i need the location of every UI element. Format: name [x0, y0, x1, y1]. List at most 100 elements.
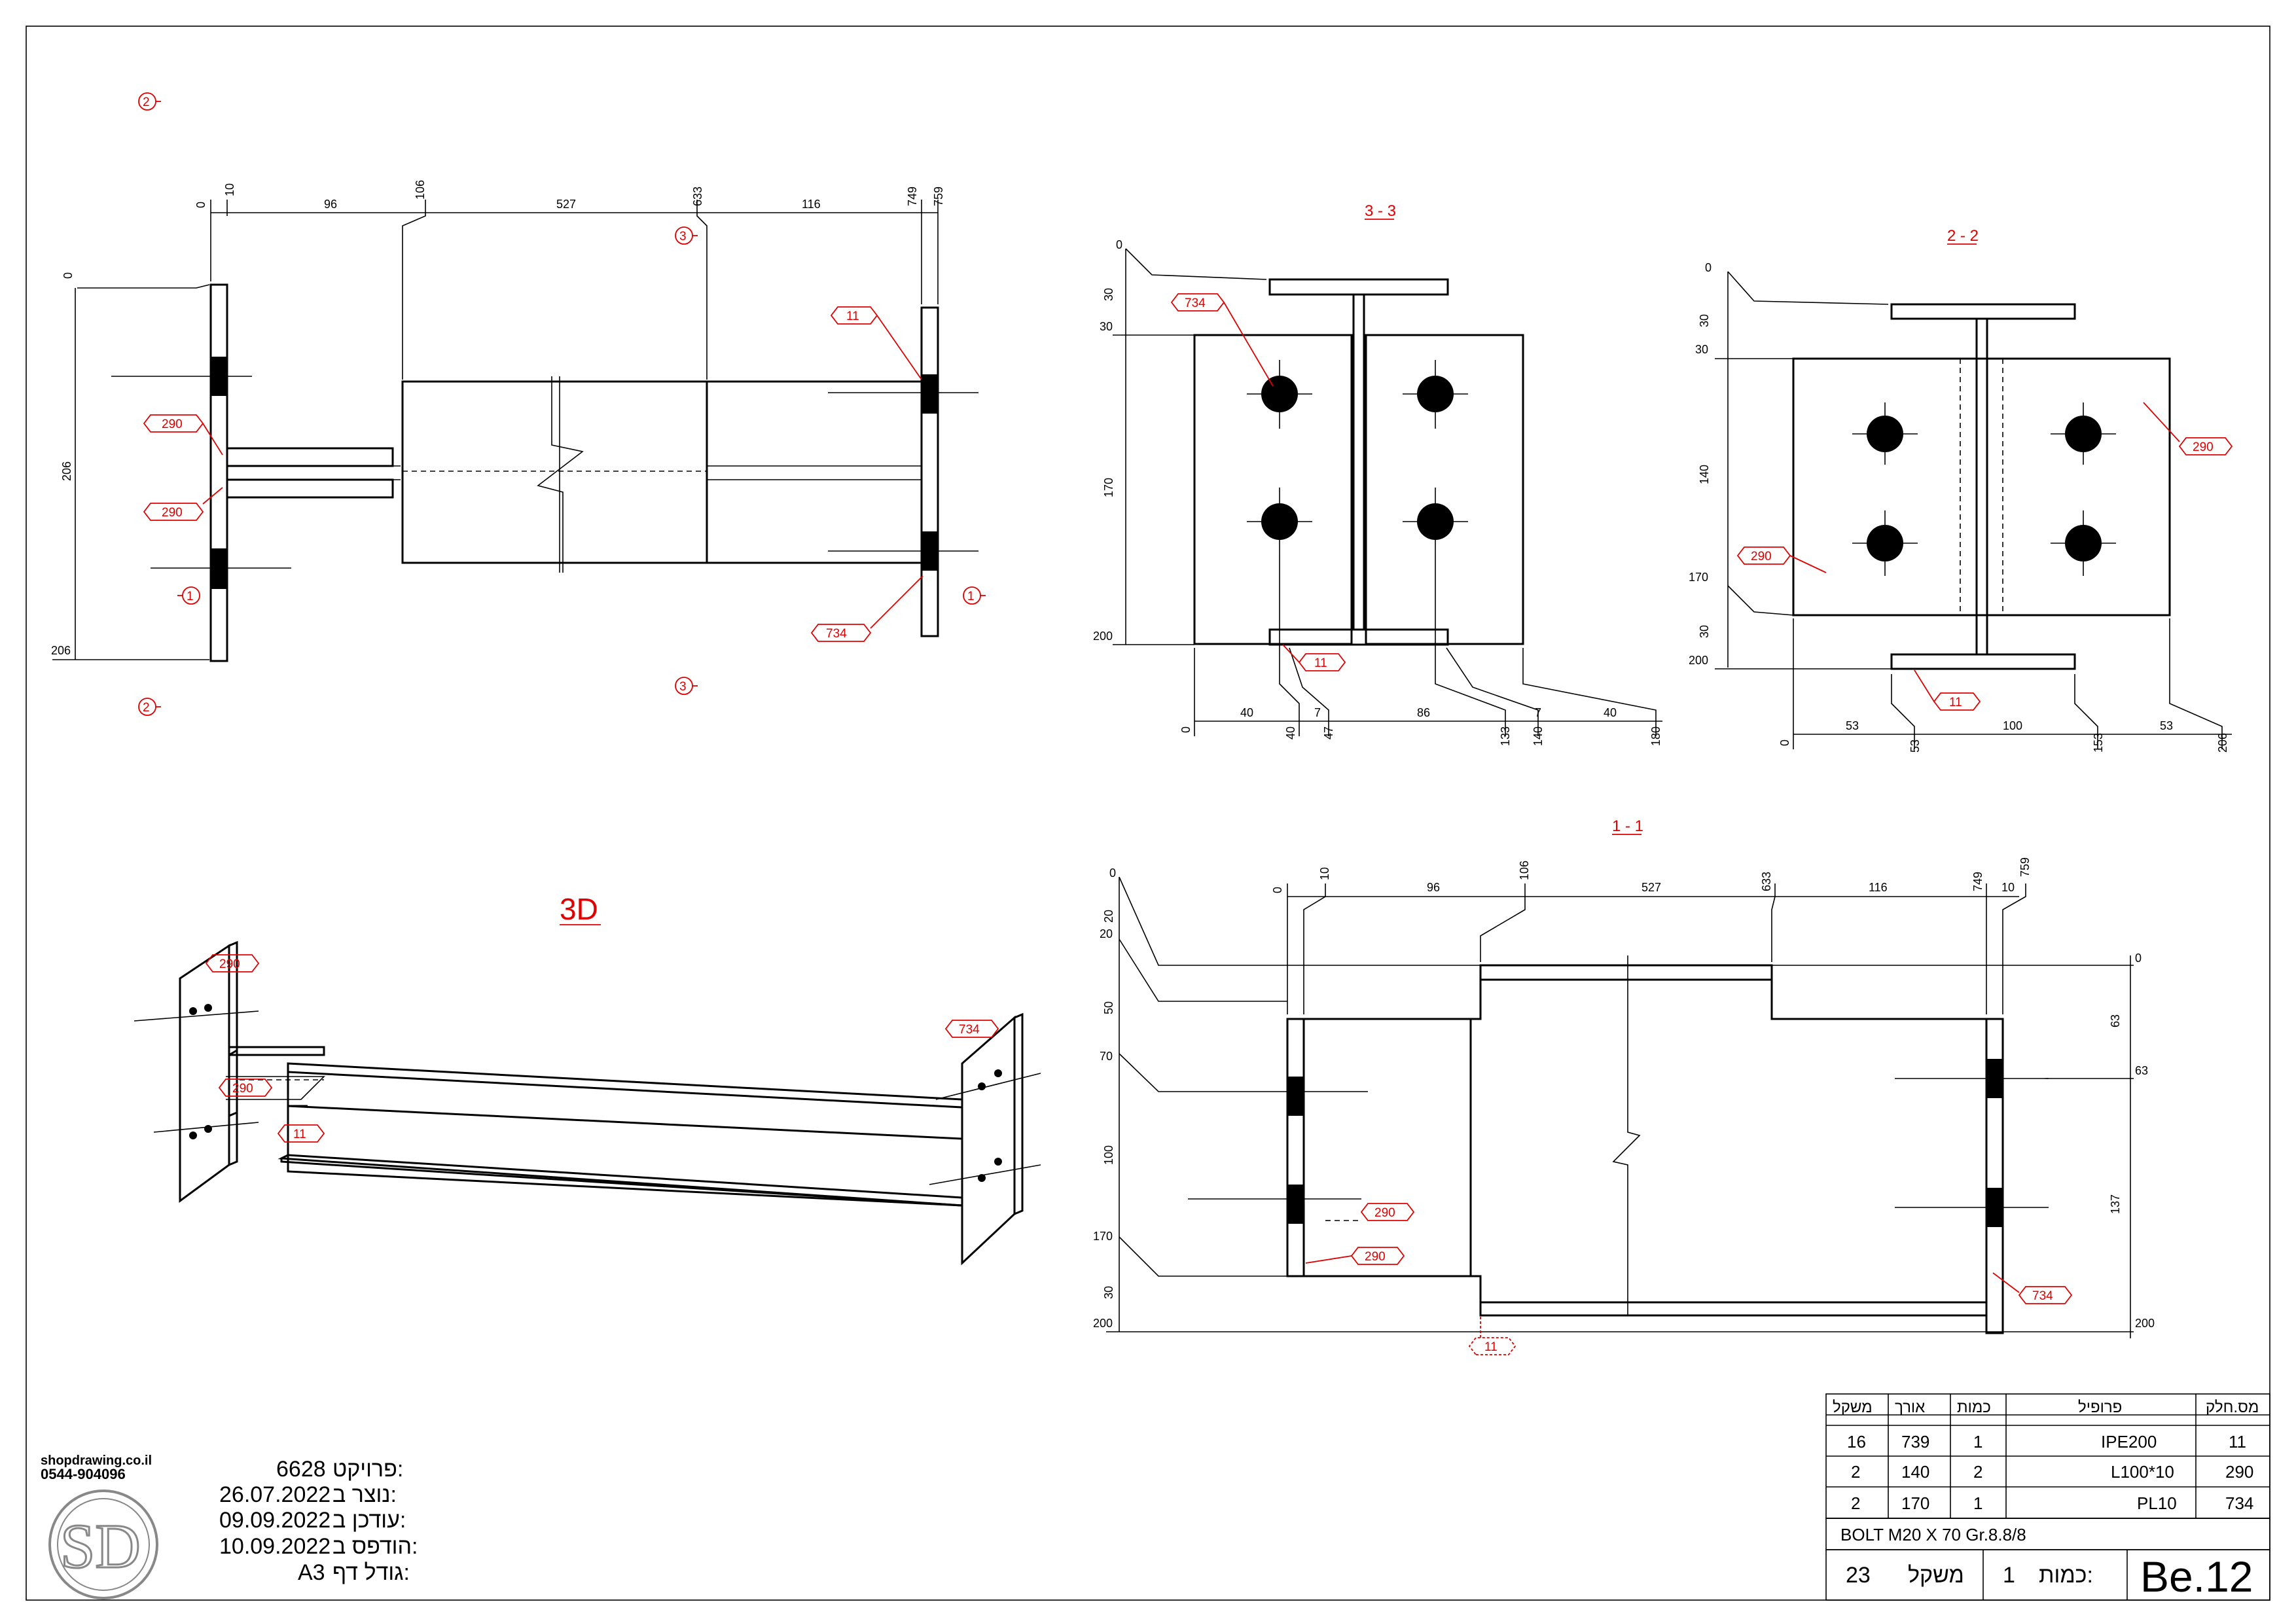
svg-text:116: 116 — [1869, 881, 1888, 894]
svg-text:290: 290 — [1365, 1250, 1386, 1264]
tag-290-top: 290 — [143, 414, 223, 455]
page-size-label: גודל דף: — [332, 1560, 410, 1585]
svg-text:47: 47 — [1322, 726, 1335, 740]
left-end-plate — [209, 283, 228, 662]
svg-text:10: 10 — [1318, 867, 1331, 880]
svg-text:11: 11 — [2229, 1432, 2246, 1452]
page-size: A3 — [298, 1560, 325, 1585]
svg-text:86: 86 — [1417, 706, 1430, 719]
dim-plan-106: 106 — [414, 180, 427, 200]
section-mark-2-bottom: 2 — [138, 698, 161, 716]
section-mark-1-right: 1 — [963, 586, 986, 605]
tag-290-3d-top: 290 — [205, 954, 260, 972]
dim-plan-116: 116 — [802, 198, 821, 211]
svg-text:749: 749 — [1971, 872, 1984, 891]
dim-plan-527: 527 — [556, 198, 576, 211]
svg-text:734: 734 — [1185, 296, 1206, 310]
svg-text:0: 0 — [1271, 887, 1284, 893]
updated-date: 09.09.2022 — [219, 1508, 331, 1533]
svg-text:0: 0 — [2135, 952, 2142, 965]
assembly-qty-value: 1 — [2003, 1563, 2015, 1588]
section33-right-plate — [1365, 334, 1524, 645]
dim-plan-left-206b: 206 — [51, 644, 71, 657]
section-1-1: 1 - 1 0 10 96 — [1093, 817, 2155, 1355]
svg-text:206: 206 — [2216, 733, 2229, 753]
printed-label: הודפס ב: — [332, 1534, 418, 1559]
svg-text:IPE200: IPE200 — [2101, 1432, 2157, 1452]
svg-text:290: 290 — [219, 957, 240, 971]
tag-290-s11-top: 290 — [1360, 1203, 1415, 1221]
svg-text:290: 290 — [232, 1082, 253, 1096]
tag-290-bottom: 290 — [143, 487, 223, 521]
svg-text:140: 140 — [1901, 1462, 1929, 1482]
logo-mark: SD — [60, 1511, 141, 1581]
header-part: מס.חלק — [2206, 1399, 2259, 1416]
logo-phone: 0544-904096 — [41, 1466, 126, 1482]
tag-734-s11: 734 — [1992, 1272, 2073, 1304]
header-weight: משקל — [1833, 1399, 1873, 1416]
total-weight-label: משקל — [1908, 1563, 1964, 1588]
view-3d-title: 3D — [560, 892, 598, 926]
svg-text:63: 63 — [2135, 1064, 2148, 1077]
svg-text:30: 30 — [1695, 343, 1708, 356]
svg-text:11: 11 — [1949, 696, 1962, 709]
svg-text:200: 200 — [1689, 654, 1708, 667]
svg-text:3: 3 — [679, 680, 687, 694]
table-row: 2 140 2 L100*10 290 — [1851, 1462, 2253, 1482]
tag-290-s11-bottom: 290 — [1305, 1247, 1405, 1265]
svg-text:140: 140 — [1698, 465, 1711, 484]
svg-text:11: 11 — [1484, 1340, 1498, 1354]
svg-text:7: 7 — [1535, 706, 1541, 719]
svg-text:1: 1 — [1973, 1493, 1982, 1513]
table-row: 2 170 1 PL10 734 — [1851, 1493, 2253, 1513]
svg-text:53: 53 — [2160, 719, 2173, 732]
section-1-1-title: 1 - 1 — [1612, 817, 1643, 835]
svg-text:290: 290 — [162, 418, 183, 431]
project-info: 6628 פרויקט: 26.07.2022 נוצר ב: 09.09.20… — [219, 1457, 418, 1585]
svg-text:0: 0 — [1116, 238, 1122, 251]
section-mark-3-top: 3 — [675, 226, 698, 245]
svg-text:2: 2 — [1851, 1493, 1860, 1513]
sheet-border — [26, 26, 2270, 1601]
header-length: אורך — [1895, 1399, 1925, 1416]
svg-text:140: 140 — [1532, 726, 1545, 746]
svg-text:7: 7 — [1314, 706, 1321, 719]
left-angle-top — [227, 447, 394, 467]
svg-text:0: 0 — [1179, 726, 1193, 733]
svg-text:L100*10: L100*10 — [2111, 1462, 2174, 1482]
svg-text:759: 759 — [2018, 857, 2032, 877]
tag-290-s22-right: 290 — [2143, 402, 2233, 455]
beam-plan — [401, 380, 923, 564]
header-qty: כמות — [1957, 1399, 1991, 1416]
svg-text:1: 1 — [967, 590, 975, 603]
created-date: 26.07.2022 — [219, 1482, 331, 1507]
svg-text:20: 20 — [1102, 910, 1115, 923]
assembly-qty-label: כמות: — [2039, 1563, 2093, 1588]
svg-text:30: 30 — [1698, 314, 1711, 327]
svg-text:133: 133 — [1499, 726, 1512, 746]
svg-text:11: 11 — [846, 310, 859, 323]
svg-text:0: 0 — [1705, 261, 1712, 274]
section-mark-2-top: 2 — [138, 92, 161, 111]
svg-text:96: 96 — [1427, 881, 1440, 894]
svg-text:30: 30 — [1100, 320, 1113, 333]
svg-text:100: 100 — [1102, 1145, 1115, 1165]
tag-11-s11: 11 — [1468, 1317, 1516, 1355]
dim-plan-759: 759 — [932, 187, 945, 206]
svg-text:40: 40 — [1284, 726, 1297, 740]
dim-plan-633: 633 — [691, 187, 704, 206]
section-mark-3-bottom: 3 — [675, 677, 698, 695]
created-label: נוצר ב: — [332, 1482, 397, 1507]
tag-11-s22: 11 — [1914, 669, 1981, 711]
updated-label: עודכן ב: — [332, 1508, 406, 1533]
svg-text:50: 50 — [1102, 1001, 1115, 1014]
company-logo: shopdrawing.co.il 0544-904096 SD — [41, 1454, 158, 1599]
svg-text:0: 0 — [1109, 866, 1116, 880]
svg-text:153: 153 — [2092, 733, 2105, 753]
table-row: 16 739 1 IPE200 11 — [1847, 1432, 2246, 1452]
project-number: 6628 — [276, 1457, 326, 1482]
svg-text:734: 734 — [959, 1023, 980, 1037]
svg-text:10: 10 — [2001, 881, 2015, 894]
svg-text:200: 200 — [1093, 1317, 1113, 1330]
svg-text:30: 30 — [1698, 625, 1711, 638]
